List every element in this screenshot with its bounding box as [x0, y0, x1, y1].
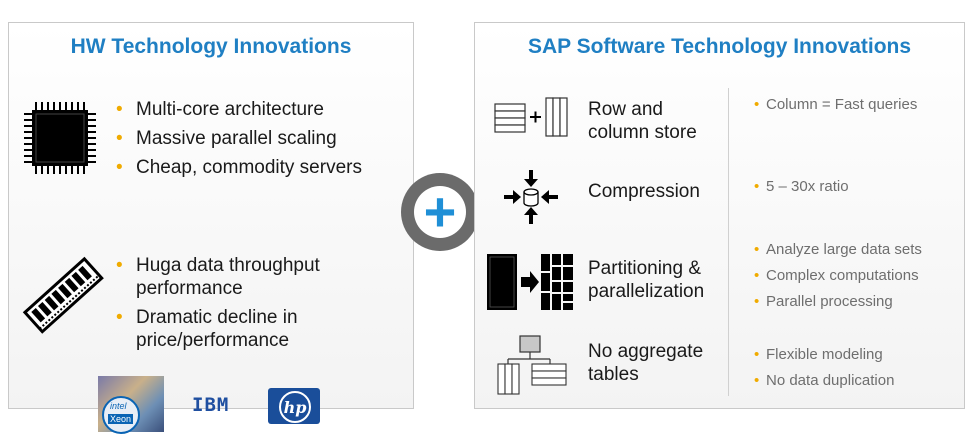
hw-bullet-list-2: Huga data throughput performance Dramati… [112, 254, 342, 358]
partitioning-icon [487, 254, 573, 310]
row-label-aggregate-tables: No aggregate tables [588, 341, 704, 385]
plus-symbol: + [414, 184, 466, 240]
note-list-aggregate-tables: Flexible modeling No data duplication [754, 345, 959, 397]
note-item: Flexible modeling [754, 345, 959, 364]
row-label-partitioning: Partitioning & parallelization [588, 258, 705, 302]
hw-bullet: Cheap, commodity servers [112, 156, 402, 179]
hw-panel-title: HW Technology Innovations [70, 35, 352, 58]
row-label-compression: Compression [588, 181, 700, 202]
note-item: Column = Fast queries [754, 95, 959, 114]
cpu-chip-icon [24, 102, 96, 174]
xeon-logo-text: Xeon [108, 414, 134, 424]
row-column-store-icon [494, 97, 568, 137]
hw-bullet: Multi-core architecture [112, 98, 402, 121]
hp-logo-text: hp [283, 397, 307, 417]
note-list-row-column-store: Column = Fast queries [754, 95, 959, 121]
memory-module-icon [22, 256, 104, 334]
hw-bullet-list-1: Multi-core architecture Massive parallel… [112, 98, 402, 185]
aggregate-tables-icon [497, 335, 567, 395]
hp-logo: hp [268, 388, 320, 424]
note-item: Parallel processing [754, 292, 959, 311]
hw-bullet: Massive parallel scaling [112, 127, 402, 150]
hw-bullet: Dramatic decline in price/performance [112, 306, 342, 352]
compression-icon [504, 170, 558, 224]
hw-bullet: Huga data throughput performance [112, 254, 342, 300]
ibm-logo: IBM [192, 394, 230, 416]
intel-xeon-logo: intel Xeon [98, 376, 164, 434]
note-item: Complex computations [754, 266, 959, 285]
note-item: No data duplication [754, 371, 959, 390]
intel-logo-badge: intel Xeon [102, 396, 140, 434]
row-label-row-column-store: Row and column store [588, 99, 697, 143]
intel-logo-text: intel [110, 401, 127, 411]
note-item: 5 – 30x ratio [754, 177, 959, 196]
note-list-compression: 5 – 30x ratio [754, 177, 959, 203]
hp-logo-circle: hp [279, 391, 311, 423]
column-divider [728, 88, 729, 396]
sap-panel-title: SAP Software Technology Innovations [527, 35, 912, 58]
note-list-partitioning: Analyze large data sets Complex computat… [754, 240, 959, 318]
plus-connector-icon: + [401, 173, 479, 251]
note-item: Analyze large data sets [754, 240, 959, 259]
